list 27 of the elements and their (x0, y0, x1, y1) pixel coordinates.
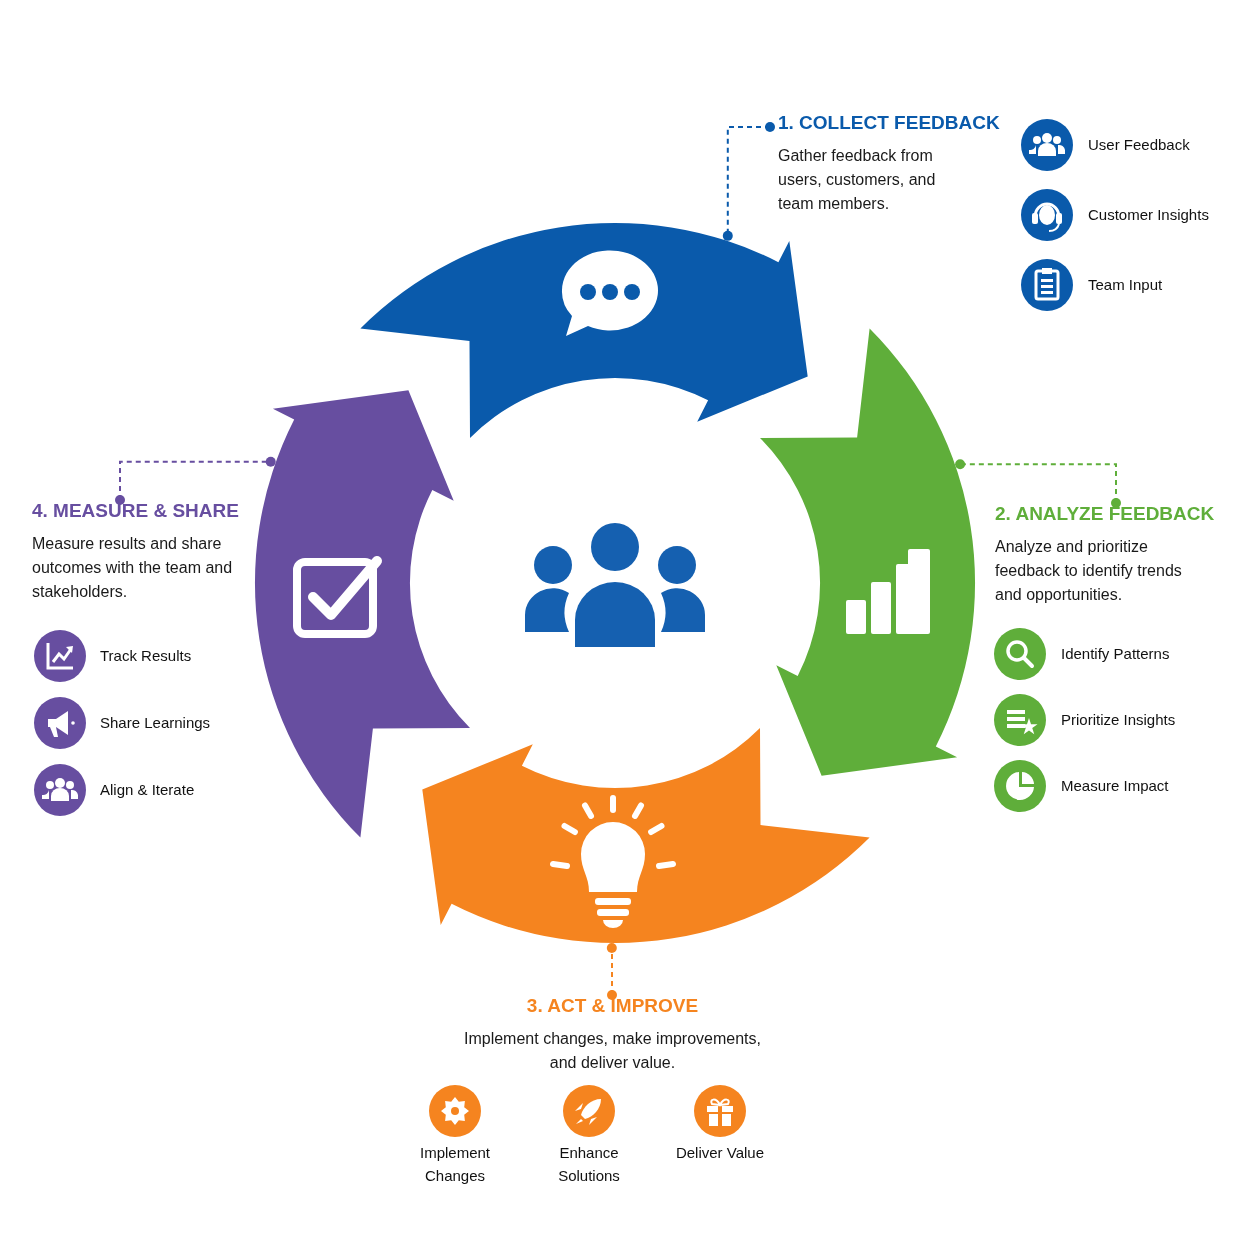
step-description: Implement changes, make improvements, and deliver value. (463, 1029, 762, 1073)
item-label: Customer Insights (1088, 205, 1209, 225)
step-description: Gather feedback from users, customers, and team members. (778, 146, 937, 214)
item-label: Deliver Value (675, 1143, 765, 1163)
item-label: Identify Patterns (1061, 644, 1170, 664)
step-heading: 4. MEASURE & SHARE (32, 500, 240, 522)
arrow-segment (255, 390, 470, 838)
item-label: Enhance Solutions (557, 1143, 621, 1186)
item-label: Implement Changes (419, 1143, 491, 1186)
item-label: Team Input (1088, 275, 1163, 295)
step-heading: 1. COLLECT FEEDBACK (778, 112, 998, 134)
item-label: Measure Impact (1061, 776, 1169, 796)
arrow-segment (760, 328, 975, 776)
step-description: Analyze and prioritize feedback to identify trends and opportunities. (995, 537, 1183, 605)
item-label: Prioritize Insights (1061, 710, 1176, 730)
arrow-segment (422, 728, 870, 943)
item-label: User Feedback (1088, 135, 1190, 155)
leader-line (955, 459, 1121, 508)
leader-line (115, 456, 276, 505)
leader-line (722, 122, 775, 241)
item-label: Track Results (100, 646, 192, 666)
item-label: Align & Iterate (100, 780, 195, 800)
step-heading: 3. ACT & IMPROVE (525, 995, 700, 1017)
step-heading: 2. ANALYZE FEEDBACK (995, 503, 1216, 525)
item-label: Share Learnings (100, 713, 211, 733)
step-description: Measure results and share outcomes with the team and stakeholders. (32, 534, 234, 602)
leader-line (606, 943, 617, 1000)
